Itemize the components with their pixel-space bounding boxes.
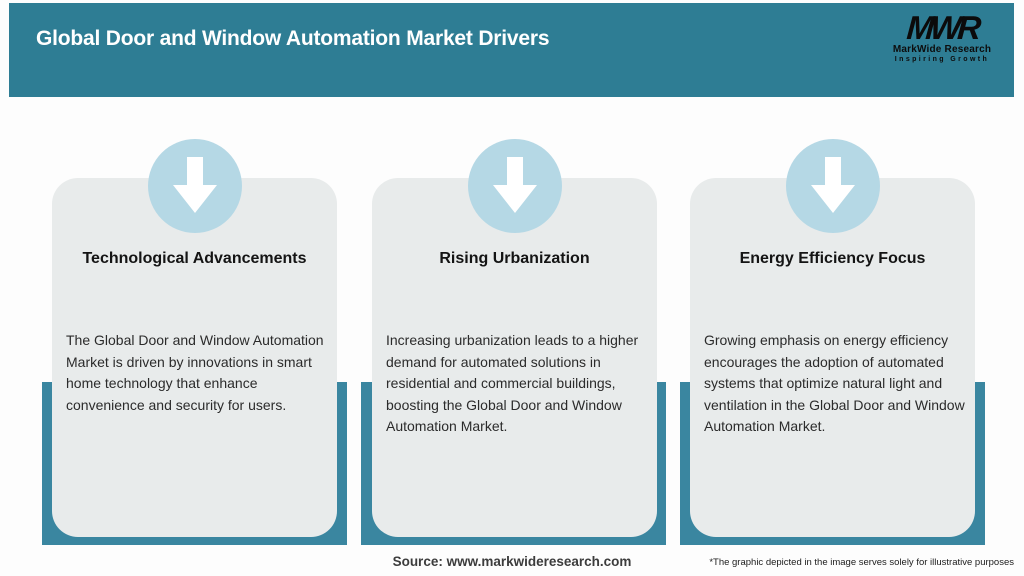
mwr-logo-icon: MWR	[905, 9, 979, 46]
disclaimer: *The graphic depicted in the image serve…	[709, 557, 1014, 568]
card-title: Rising Urbanization	[439, 250, 590, 267]
logo-tagline: Inspiring Growth	[894, 56, 990, 64]
header-bar: Global Door and Window Automation Market…	[9, 3, 1014, 97]
card-body: The Global Door and Window Automation Ma…	[66, 332, 324, 413]
source-line: Source: www.markwideresearch.com	[392, 554, 632, 569]
card-body: Increasing urbanization leads to a highe…	[386, 332, 639, 434]
driver-card-energy-efficiency-focus	[690, 178, 975, 537]
brand-logo: MWR MarkWide Research Inspiring Growth	[882, 9, 1002, 64]
down-arrow-glyph	[493, 157, 537, 213]
driver-card-rising-urbanization	[372, 178, 657, 537]
driver-card-technological-advancements	[52, 178, 337, 537]
card-title: Technological Advancements	[82, 250, 307, 267]
logo-name: MarkWide Research	[892, 44, 992, 56]
down-arrow-icon	[148, 139, 242, 233]
card-body: Growing emphasis on energy efficiency en…	[704, 332, 965, 434]
page-title: Global Door and Window Automation Market…	[36, 27, 550, 50]
down-arrow-icon	[468, 139, 562, 233]
down-arrow-glyph	[811, 157, 855, 213]
down-arrow-icon	[786, 139, 880, 233]
down-arrow-glyph	[173, 157, 217, 213]
card-title: Energy Efficiency Focus	[739, 250, 926, 267]
